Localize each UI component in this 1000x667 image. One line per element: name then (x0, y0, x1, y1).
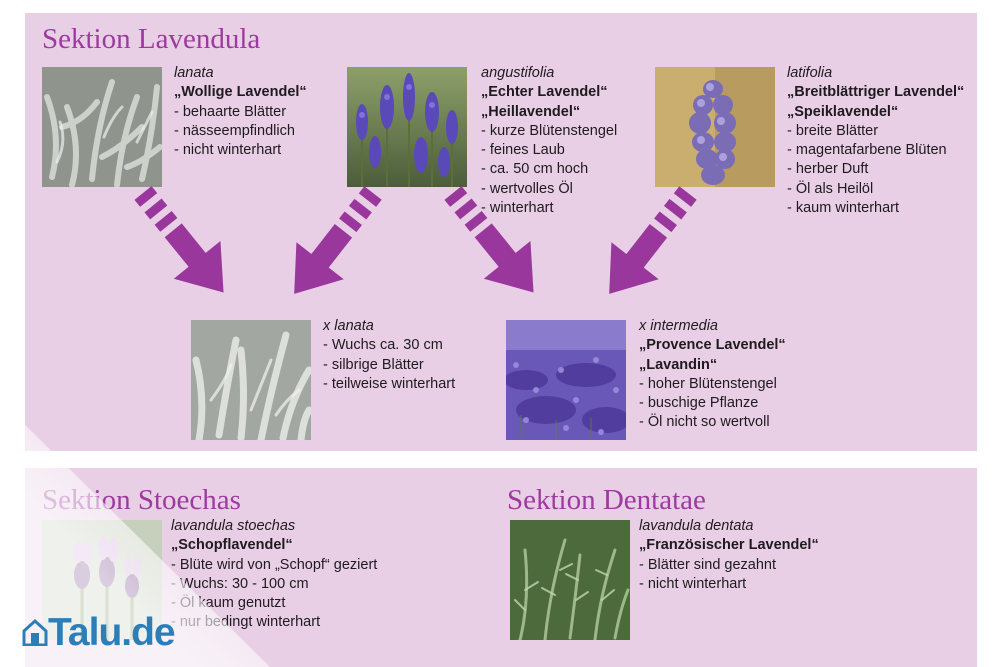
trait-item: wertvolles Öl (481, 180, 617, 199)
trait-item: kaum winterhart (787, 199, 964, 218)
trait-list: kurze Blütenstengel feines Laub ca. 50 c… (481, 122, 617, 218)
info-latifolia: latifolia „Breitblättriger Lavendel“ „Sp… (787, 64, 964, 218)
info-dentata: lavandula dentata „Französischer Lavende… (639, 517, 819, 594)
trait-item: herber Duft (787, 160, 964, 179)
talu-logo: Talu.de (22, 610, 176, 654)
trait-item: nässeempfindlich (174, 122, 307, 141)
info-lanata: lanata „Wollige Lavendel“ behaarte Blätt… (174, 64, 307, 160)
trait-item: ca. 50 cm hoch (481, 160, 617, 179)
trait-item: silbrige Blätter (323, 356, 455, 375)
species-latin-name: lanata (174, 65, 214, 81)
species-common-name: „Französischer Lavendel“ (639, 537, 819, 554)
info-stoechas: lavandula stoechas „Schopflavendel“ Blüt… (171, 517, 377, 633)
species-common-name: „Speiklavendel“ (787, 103, 899, 120)
species-latin-name: lavandula stoechas (171, 518, 296, 534)
species-common-name: „Wollige Lavendel“ (174, 84, 307, 101)
trait-list: Wuchs ca. 30 cm silbrige Blätter teilwei… (323, 336, 455, 394)
trait-item: nur bedingt winterhart (171, 613, 377, 632)
section-title-stoechas: Sektion Stoechas (42, 484, 241, 516)
photo-x-intermedia (506, 320, 626, 440)
species-common-name: „Lavandin“ (639, 356, 718, 373)
trait-list: Blätter sind gezahnt nicht winterhart (639, 556, 819, 595)
info-angustifolia: angustifolia „Echter Lavendel“ „Heillave… (481, 64, 617, 218)
species-common-name: „Provence Lavendel“ (639, 337, 786, 354)
trait-item: Wuchs ca. 30 cm (323, 336, 455, 355)
trait-item: Öl kaum genutzt (171, 594, 377, 613)
species-common-name: „Schopflavendel“ (171, 537, 293, 554)
species-latin-name: lavandula dentata (639, 518, 754, 534)
info-x-lanata: x lanata Wuchs ca. 30 cm silbrige Blätte… (323, 317, 455, 394)
trait-item: Öl nicht so wertvoll (639, 413, 786, 432)
photo-dentata (510, 520, 630, 640)
trait-item: nicht winterhart (639, 575, 819, 594)
trait-item: Öl als Heilöl (787, 180, 964, 199)
trait-list: breite Blätter magentafarbene Blüten her… (787, 122, 964, 218)
species-common-name: „Echter Lavendel“ (481, 84, 608, 101)
trait-item: nicht winterhart (174, 141, 307, 160)
trait-item: Wuchs: 30 - 100 cm (171, 575, 377, 594)
species-latin-name: latifolia (787, 65, 833, 81)
section-title-lavendula: Sektion Lavendula (42, 23, 261, 55)
trait-item: magentafarbene Blüten (787, 141, 964, 160)
house-icon (22, 618, 48, 646)
trait-list: Blüte wird von „Schopf“ geziert Wuchs: 3… (171, 556, 377, 633)
species-latin-name: x intermedia (639, 318, 718, 334)
trait-item: kurze Blütenstengel (481, 122, 617, 141)
species-common-name: „Heillavendel“ (481, 103, 581, 120)
photo-angustifolia (347, 67, 467, 187)
logo-text: Talu.de (48, 610, 176, 654)
photo-latifolia (655, 67, 775, 187)
species-common-name: „Breitblättriger Lavendel“ (787, 84, 965, 101)
trait-item: feines Laub (481, 141, 617, 160)
trait-item: behaarte Blätter (174, 103, 307, 122)
trait-item: teilweise winterhart (323, 375, 455, 394)
trait-item: breite Blätter (787, 122, 964, 141)
trait-item: hoher Blütenstengel (639, 375, 786, 394)
trait-list: behaarte Blätter nässeempfindlich nicht … (174, 103, 307, 161)
info-x-intermedia: x intermedia „Provence Lavendel“ „Lavand… (639, 317, 786, 433)
species-latin-name: angustifolia (481, 65, 555, 81)
photo-x-lanata (191, 320, 311, 440)
photo-lanata (42, 67, 162, 187)
trait-item: Blätter sind gezahnt (639, 556, 819, 575)
trait-item: winterhart (481, 199, 617, 218)
trait-item: Blüte wird von „Schopf“ geziert (171, 556, 377, 575)
trait-item: buschige Pflanze (639, 394, 786, 413)
trait-list: hoher Blütenstengel buschige Pflanze Öl … (639, 375, 786, 433)
section-title-dentatae: Sektion Dentatae (507, 484, 706, 516)
species-latin-name: x lanata (323, 318, 374, 334)
